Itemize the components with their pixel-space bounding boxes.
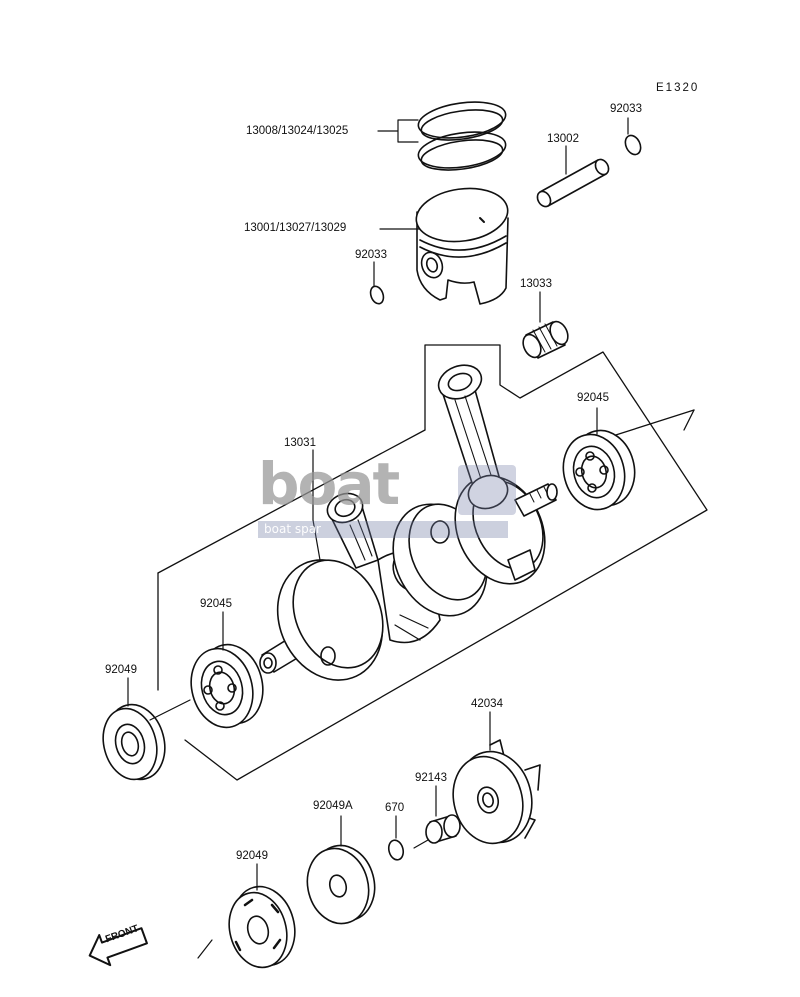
- coupling[interactable]: [444, 739, 542, 851]
- part-label-pin[interactable]: 13002: [547, 133, 579, 145]
- needle-bearing[interactable]: [520, 319, 572, 361]
- part-label-crankshaft[interactable]: 13031: [284, 437, 316, 449]
- part-label-clip-left[interactable]: 92033: [355, 249, 387, 261]
- part-label-seal-left[interactable]: 92049: [105, 664, 137, 676]
- oil-seal-a[interactable]: [299, 839, 383, 931]
- watermark-band: [258, 521, 508, 538]
- part-label-coupling[interactable]: 42034: [471, 698, 503, 710]
- connecting-rod-right[interactable]: [434, 359, 512, 513]
- piston-rings[interactable]: [416, 97, 508, 175]
- part-label-bearing-right[interactable]: 92045: [577, 392, 609, 404]
- diagram-code: E1320: [656, 82, 700, 94]
- watermark-brand: boat: [258, 450, 400, 518]
- piston-pin[interactable]: [535, 157, 611, 209]
- watermark-tagline: boat spar: [264, 522, 321, 536]
- part-label-oring[interactable]: 670: [385, 802, 405, 814]
- connecting-rod-left[interactable]: [323, 489, 379, 569]
- ball-bearing-left[interactable]: [183, 638, 272, 735]
- ball-bearing-right[interactable]: [555, 424, 643, 517]
- oil-seal-bottom[interactable]: [221, 880, 303, 974]
- part-label-seal-bottom[interactable]: 92049: [236, 850, 268, 862]
- part-label-needle-bearing[interactable]: 13033: [520, 278, 552, 290]
- collar[interactable]: [425, 814, 461, 844]
- front-arrow-icon: [88, 927, 148, 967]
- piston[interactable]: [413, 183, 511, 305]
- oil-seal-left[interactable]: [96, 698, 173, 786]
- watermark-logo-block: [458, 465, 516, 515]
- leader-lines: [127, 117, 629, 959]
- watermark: boat boat spar: [258, 455, 528, 545]
- part-label-rings[interactable]: 13008/13024/13025: [246, 125, 349, 137]
- o-ring[interactable]: [387, 839, 406, 862]
- part-label-bearing-left[interactable]: 92045: [200, 598, 232, 610]
- circlip-left[interactable]: [368, 284, 385, 305]
- part-label-clip-top[interactable]: 92033: [610, 103, 642, 115]
- part-label-collar[interactable]: 92143: [415, 772, 447, 784]
- part-label-piston[interactable]: 13001/13027/13029: [244, 222, 347, 234]
- part-label-seal-a[interactable]: 92049A: [313, 800, 353, 812]
- circlip-top[interactable]: [622, 133, 643, 157]
